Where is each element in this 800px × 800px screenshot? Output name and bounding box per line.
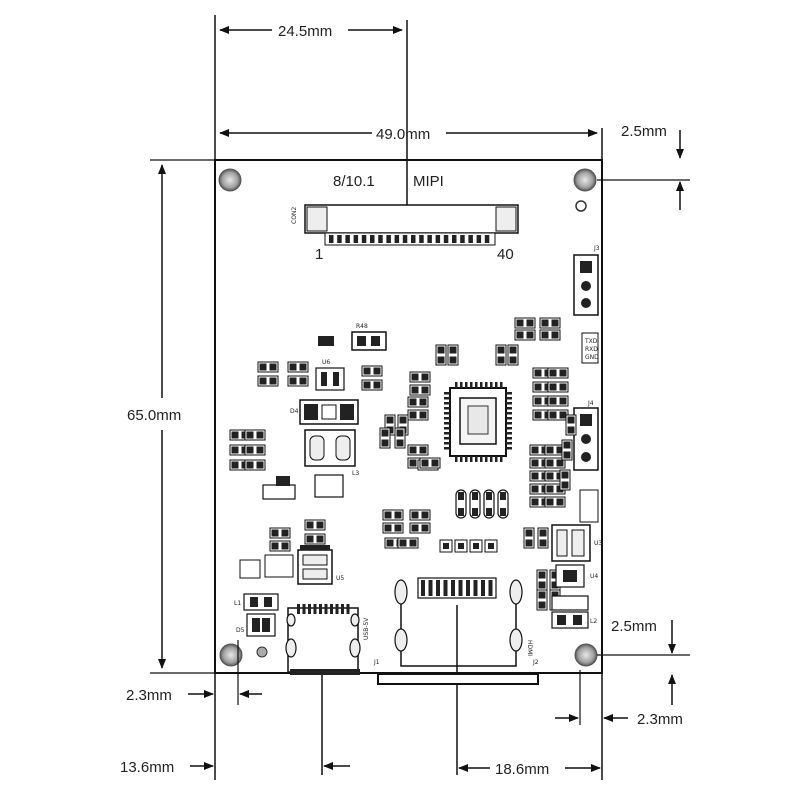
inductor-l1: L1 D5	[234, 593, 279, 658]
ic-u6: U6	[315, 359, 345, 391]
u5-label: U5	[336, 575, 344, 582]
usb-connector: USB-5V J1	[285, 604, 380, 675]
u3-label: U3	[594, 540, 602, 547]
right-silk-block: TXD RXD GND	[581, 332, 599, 364]
dim-top-offset-label: 24.5mm	[278, 23, 332, 40]
dim-usb-offset-label: 13.6mm	[120, 759, 174, 776]
main-ic	[444, 382, 512, 462]
dim-top-right-label: 2.5mm	[621, 123, 667, 140]
hdmi-connector: HDMI J2	[377, 577, 539, 685]
connector-title: 8/10.1	[333, 173, 375, 190]
ic-u4: U4	[555, 564, 598, 588]
mounting-hole-top-left	[218, 168, 242, 192]
mounting-holes	[218, 168, 598, 667]
dim-top-right: 2.5mm	[597, 123, 690, 210]
pin-first: 1	[315, 246, 323, 263]
connector-ref: CON2	[291, 207, 298, 224]
dim-hdmi-offset-label: 18.6mm	[495, 761, 549, 778]
dim-top-offset: 24.5mm	[219, 23, 403, 40]
connector-type: MIPI	[413, 173, 444, 190]
gnd-label: GND	[585, 354, 599, 361]
vertical-resistor-row	[262, 474, 509, 553]
smd-components	[229, 317, 577, 611]
r48-label: R48	[356, 323, 368, 330]
r48-block: R48	[318, 323, 387, 351]
dim-usb-offset: 13.6mm	[120, 672, 350, 776]
mounting-hole-top-right	[573, 168, 597, 192]
ic-u3: U3	[551, 524, 602, 562]
mounting-hole-bottom-right	[574, 643, 598, 667]
dim-height: 65.0mm	[127, 159, 215, 674]
u6-label: U6	[322, 359, 330, 366]
svg-text:TXD: TXD	[584, 338, 598, 345]
header-j4: J4	[573, 400, 599, 523]
dim-bottom-right-label: 2.5mm	[611, 618, 657, 635]
d4-label: D4	[290, 408, 299, 415]
dim-bottom-left: 2.3mm	[126, 640, 262, 780]
dim-bottom-right: 2.5mm	[597, 618, 690, 705]
l2-label: L2	[590, 618, 597, 625]
dim-height-label: 65.0mm	[127, 407, 181, 424]
mipi-connector: 8/10.1 MIPI 1 40 CON2	[291, 173, 519, 263]
hdmi-label: HDMI	[526, 640, 533, 656]
pin-last: 40	[497, 246, 514, 263]
dim-bottom-right-side-label: 2.3mm	[637, 711, 683, 728]
mounting-hole-bottom-left	[219, 643, 243, 667]
dim-width-label: 49.0mm	[376, 126, 430, 143]
j2-label: J2	[532, 659, 539, 666]
inductor-l2: L2	[551, 595, 597, 629]
dim-bottom-left-label: 2.3mm	[126, 687, 172, 704]
l1-label: L1	[234, 600, 241, 607]
usb-label: USB-5V	[363, 617, 370, 640]
dim-width: 49.0mm	[219, 126, 598, 143]
header-j3: J3	[573, 245, 600, 316]
j4-label: J4	[587, 400, 594, 407]
j3-label: J3	[593, 245, 600, 252]
j1-label: J1	[373, 659, 380, 666]
l3-label: L3	[352, 470, 359, 477]
dim-hdmi-offset: 18.6mm	[456, 605, 601, 778]
svg-text:RXD: RXD	[585, 346, 598, 353]
d5-label: D5	[236, 627, 245, 634]
mipi-pin-row	[329, 235, 490, 243]
diode-d4: D4	[290, 399, 359, 425]
dim-bottom-right-side: 2.3mm	[555, 670, 683, 780]
u4-label: U4	[590, 573, 598, 580]
inductor-l3: L3	[304, 429, 359, 477]
